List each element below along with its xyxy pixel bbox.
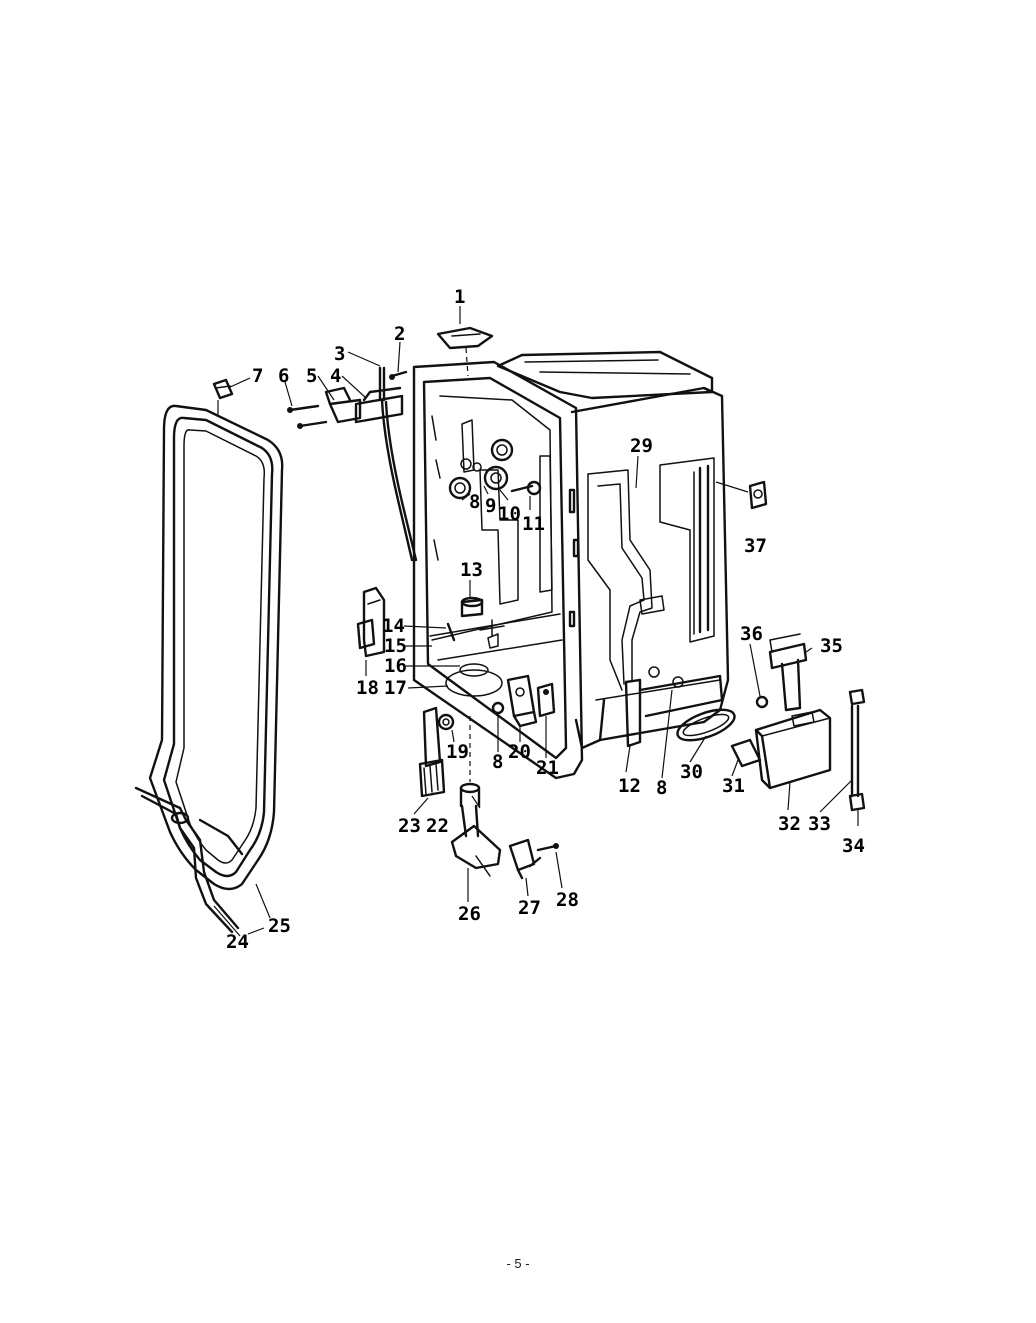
part-35-handle — [768, 633, 808, 712]
callout-6: 6 — [278, 365, 289, 387]
callout-29: 29 — [630, 435, 653, 457]
callout-32: 32 — [778, 813, 801, 835]
part-22-cylinder — [459, 782, 481, 808]
callout-31: 31 — [722, 775, 745, 797]
part-34-clip — [848, 792, 866, 812]
callout-18: 18 — [356, 677, 379, 699]
page-number: - 5 - — [506, 1256, 530, 1271]
part-8-washer — [491, 701, 505, 715]
part-27-switch — [508, 838, 542, 880]
part-33-cap — [848, 688, 866, 706]
callout-35: 35 — [820, 635, 843, 657]
door-seal-strip — [134, 786, 240, 934]
callout-21: 21 — [536, 757, 559, 779]
callout-33: 33 — [808, 813, 831, 835]
callout-12: 12 — [618, 775, 641, 797]
callout-9: 9 — [485, 495, 496, 517]
callout-36: 36 — [740, 623, 763, 645]
callout-13: 13 — [460, 559, 483, 581]
callout-14: 14 — [382, 615, 405, 637]
callout-37: 37 — [744, 535, 767, 557]
callout-26: 26 — [458, 903, 481, 925]
part-30-ring — [676, 708, 736, 742]
callout-19: 19 — [446, 741, 469, 763]
part-2-screw — [389, 370, 408, 380]
part-12-bracket — [624, 666, 724, 748]
part-31-latch — [730, 738, 762, 768]
callout-8c: 8 — [656, 777, 667, 799]
part-3-rod — [378, 366, 418, 562]
part-23-brush — [418, 706, 446, 798]
callout-22: 22 — [426, 815, 449, 837]
callout-10: 10 — [498, 503, 521, 525]
callout-20: 20 — [508, 741, 531, 763]
tub-assembly — [412, 350, 730, 780]
part-6-screws — [287, 404, 328, 429]
part-33-rod — [850, 704, 860, 798]
callout-17: 17 — [384, 677, 407, 699]
part-28-screw — [536, 843, 559, 852]
callout-27: 27 — [518, 897, 541, 919]
callout-labels: 1 2 3 4 5 6 7 8 9 10 11 13 14 15 16 17 1… — [226, 286, 865, 953]
part-37-clip — [748, 480, 768, 510]
callout-23: 23 — [398, 815, 421, 837]
callout-3: 3 — [334, 343, 345, 365]
part-26-bracket — [450, 804, 502, 877]
callout-8b: 8 — [492, 751, 503, 773]
callout-28: 28 — [556, 889, 579, 911]
leader-lines — [213, 306, 859, 937]
callout-1: 1 — [454, 286, 465, 308]
part-20-bracket — [506, 674, 538, 728]
door-gasket — [148, 404, 284, 891]
callout-2: 2 — [394, 323, 405, 345]
part-36-screw — [755, 695, 769, 709]
callout-11: 11 — [522, 513, 545, 535]
part-18-plate — [356, 586, 386, 658]
part-21-switch — [536, 682, 556, 718]
part-32-latch-box — [754, 708, 832, 790]
part-5-hinge — [324, 386, 362, 424]
part-19-nut — [437, 713, 455, 731]
callout-4: 4 — [330, 365, 341, 387]
callout-24: 24 — [226, 931, 249, 953]
callout-7: 7 — [252, 365, 263, 387]
callout-8a: 8 — [469, 491, 480, 513]
callout-25: 25 — [268, 915, 291, 937]
callout-5: 5 — [306, 365, 317, 387]
part-1-clip — [436, 326, 494, 350]
callout-30: 30 — [680, 761, 703, 783]
callout-34: 34 — [842, 835, 865, 857]
callout-15: 15 — [384, 635, 407, 657]
part-7-clip — [212, 378, 234, 400]
callout-16: 16 — [384, 655, 407, 677]
